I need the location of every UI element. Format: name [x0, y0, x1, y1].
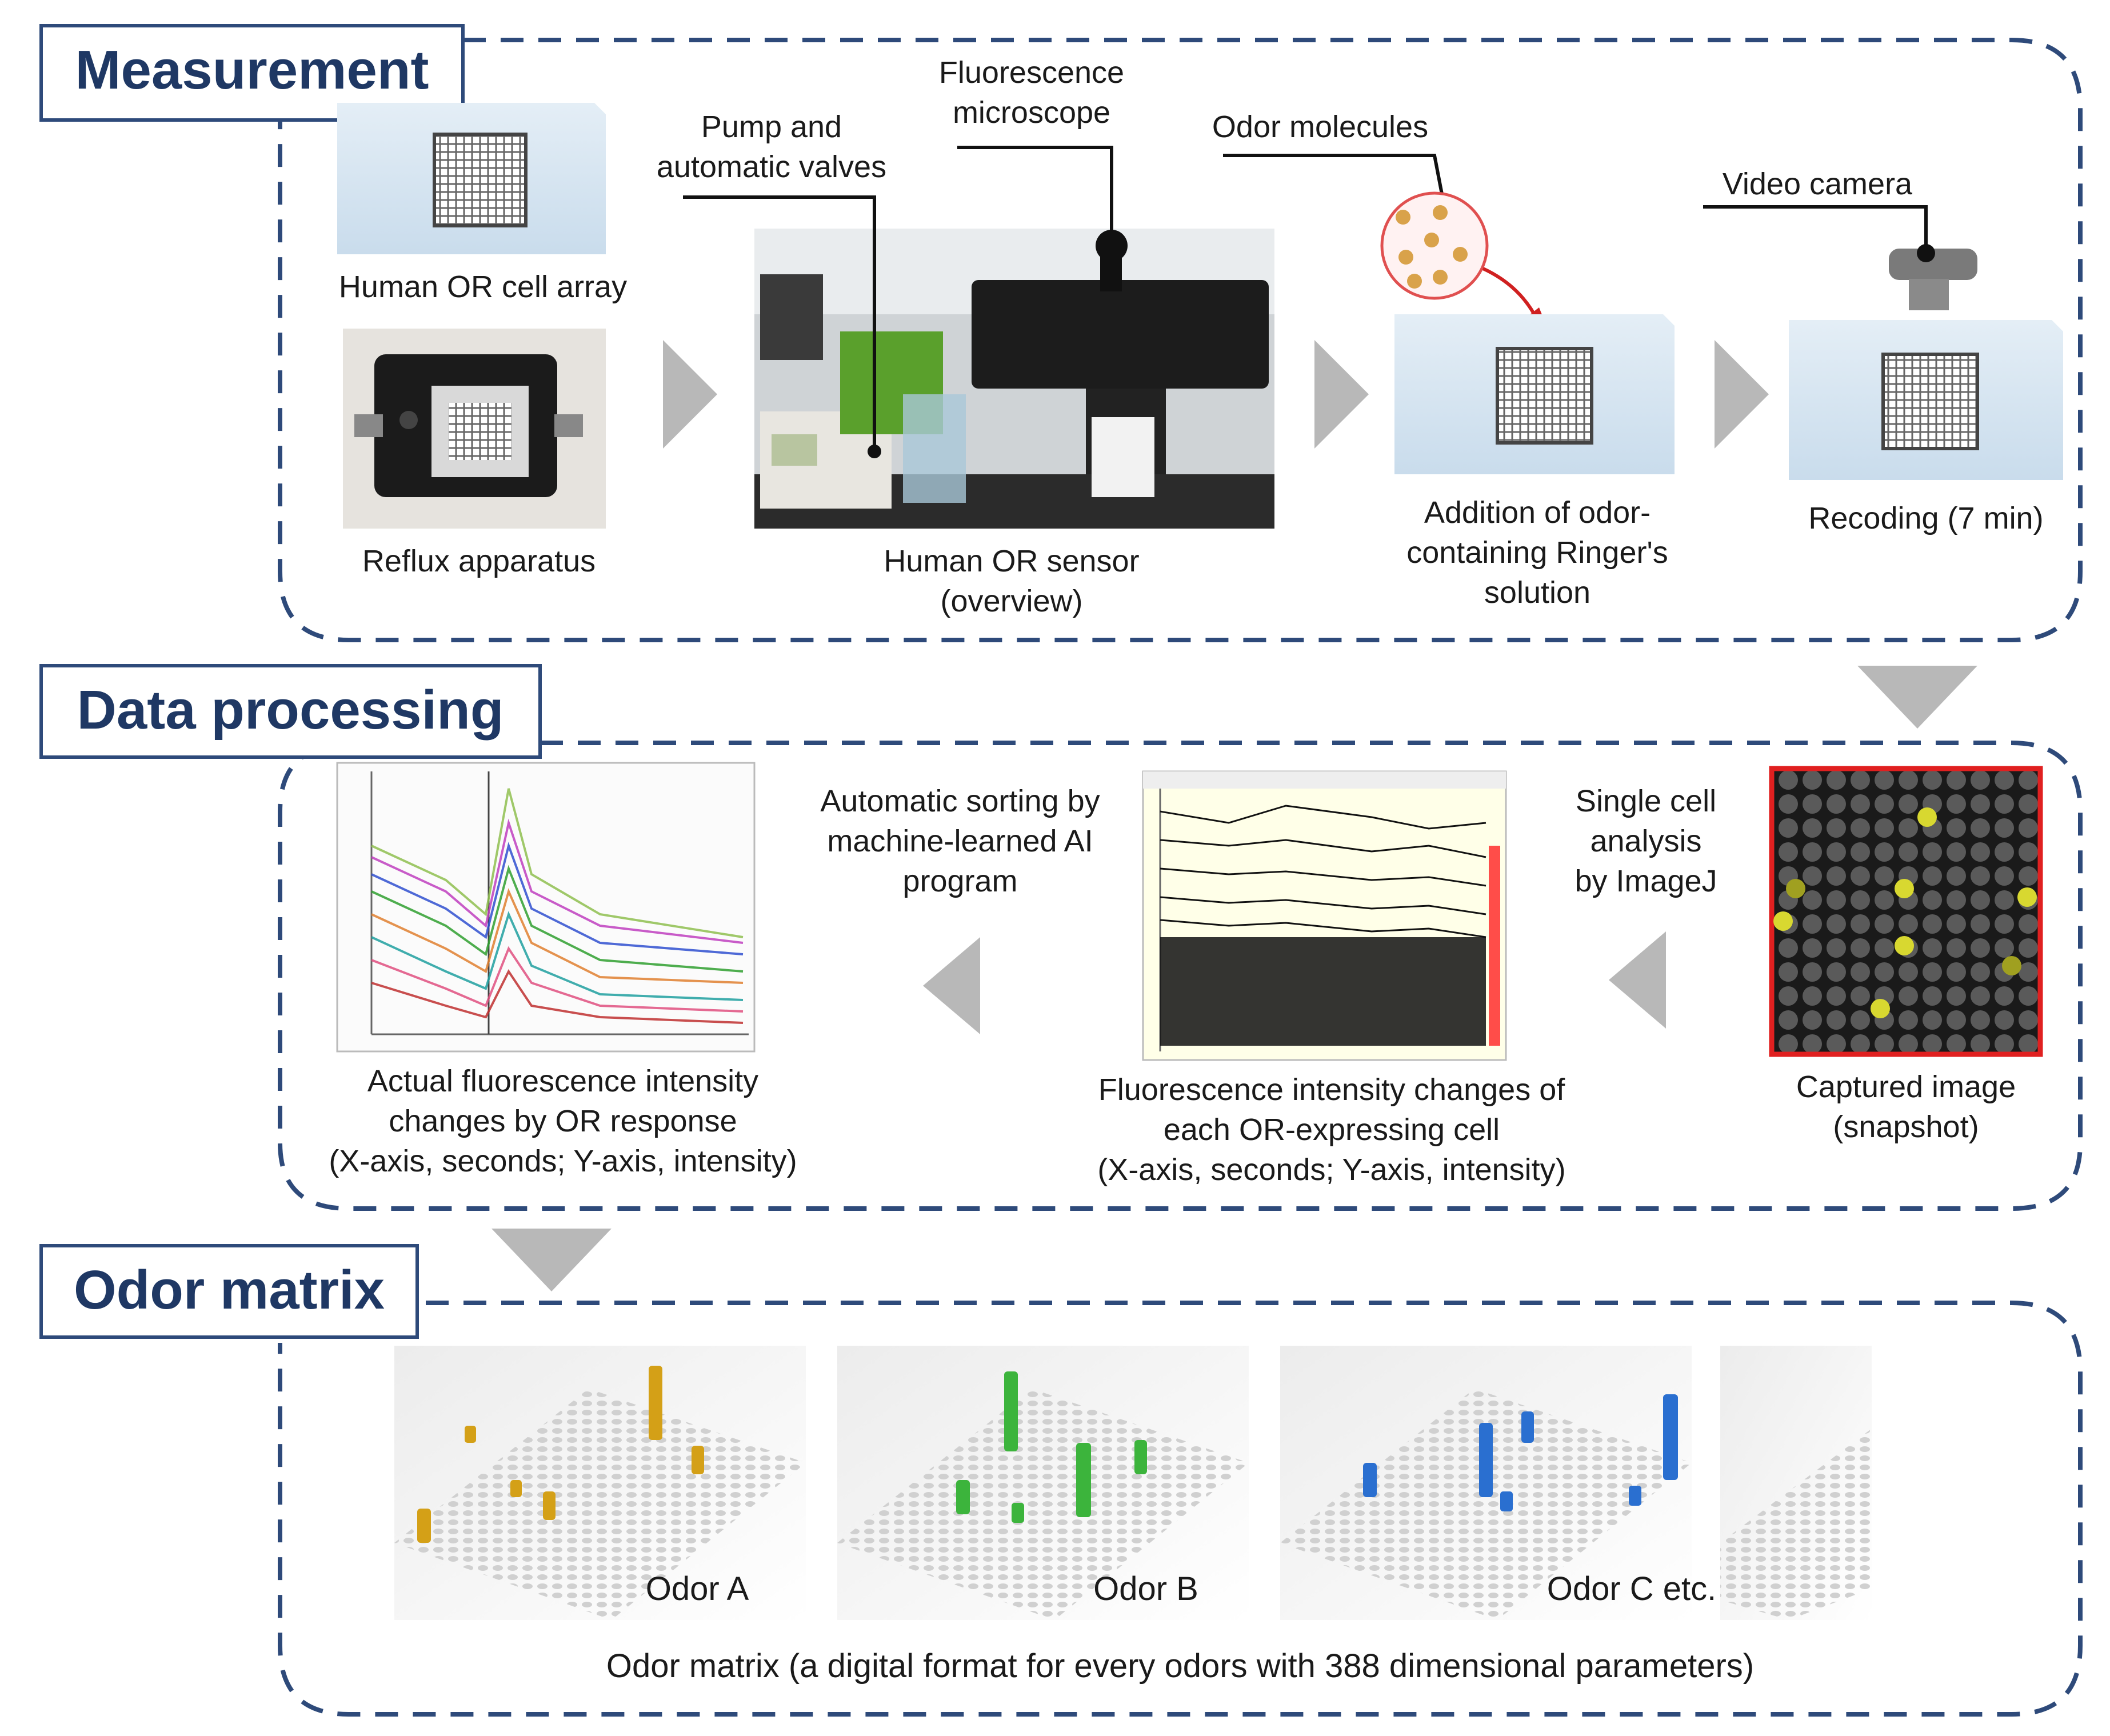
measurement-title-box: Measurement — [39, 24, 465, 122]
arrow-left-2 — [1609, 931, 1666, 1029]
cell-array-plate — [337, 103, 606, 254]
addition-label-line3: solution — [1484, 575, 1591, 610]
arrow-right-3 — [1715, 340, 1769, 449]
odor-molecules-icon — [1380, 191, 1489, 300]
odor-a-panel — [394, 1346, 806, 1620]
reflux-apparatus-photo — [343, 329, 606, 529]
odor-matrix-section-border — [278, 1301, 2083, 1717]
odor-matrix-caption: Odor matrix (a digital format for every … — [606, 1647, 1754, 1685]
odor-molecules-label: Odor molecules — [1212, 110, 1428, 144]
odor-c-panel — [1280, 1346, 1692, 1620]
microscope-label-line2: microscope — [953, 95, 1110, 130]
odor-b-label: Odor B — [1093, 1570, 1198, 1607]
each-cell-label-line2: each OR-expressing cell — [1164, 1113, 1500, 1147]
arrow-down-2 — [491, 1229, 612, 1291]
each-cell-label-line3: (X-axis, seconds; Y-axis, intensity) — [1097, 1153, 1565, 1187]
video-camera-leader-line — [1703, 205, 1928, 251]
cell-array-label: Human OR cell array — [339, 270, 627, 304]
measurement-section-border — [278, 38, 2083, 642]
reflux-label: Reflux apparatus — [362, 544, 596, 578]
sorting-label-line2: machine-learned AI — [827, 824, 1093, 858]
actual-fluorescence-plot — [336, 762, 756, 1053]
arrow-down-1 — [1857, 666, 1977, 729]
addition-label-line2: containing Ringer's — [1406, 535, 1668, 570]
microscope-leader-line — [957, 146, 1113, 234]
addition-plate — [1394, 314, 1675, 474]
odor-d-partial-panel — [1720, 1346, 1872, 1620]
sensor-label-line1: Human OR sensor — [884, 544, 1139, 578]
odor-c-label: Odor C etc. — [1547, 1570, 1717, 1607]
actual-label-line3: (X-axis, seconds; Y-axis, intensity) — [329, 1144, 797, 1178]
pump-label-line2: automatic valves — [657, 150, 886, 184]
actual-label-line2: changes by OR response — [389, 1104, 737, 1138]
or-sensor-photo — [754, 229, 1274, 529]
video-camera-label: Video camera — [1723, 167, 1913, 201]
sensor-label-line2: (overview) — [940, 584, 1082, 618]
odor-matrix-title: Odor matrix — [74, 1259, 385, 1321]
data-processing-title-box: Data processing — [39, 664, 542, 759]
arrow-left-1 — [923, 937, 980, 1034]
arrow-right-2 — [1314, 340, 1369, 449]
odor-molecules-leader-line — [1223, 154, 1445, 201]
measurement-title: Measurement — [75, 39, 429, 101]
odor-matrix-title-box: Odor matrix — [39, 1244, 419, 1339]
each-cell-traces-plot — [1142, 770, 1507, 1061]
odor-b-panel — [837, 1346, 1249, 1620]
captured-snapshot — [1769, 766, 2043, 1057]
sorting-label-line3: program — [902, 864, 1017, 898]
odor-a-label: Odor A — [646, 1570, 749, 1607]
each-cell-label-line1: Fluorescence intensity changes of — [1098, 1073, 1565, 1107]
odor-drop-arrow — [1482, 267, 1539, 321]
actual-label-line1: Actual fluorescence intensity — [367, 1064, 758, 1098]
recording-plate — [1789, 320, 2063, 480]
addition-label-line1: Addition of odor- — [1424, 495, 1651, 530]
microscope-label-line1: Fluorescence — [939, 55, 1124, 90]
pump-label-line1: Pump and — [701, 110, 842, 144]
single-cell-label-line1: Single cell — [1576, 784, 1716, 818]
pump-leader-line — [683, 195, 876, 451]
captured-label-line1: Captured image — [1796, 1070, 2016, 1104]
recording-label: Recoding (7 min) — [1808, 501, 2043, 535]
single-cell-label-line3: by ImageJ — [1574, 864, 1717, 898]
data-processing-title: Data processing — [77, 679, 504, 741]
video-camera-icon — [1889, 244, 1977, 310]
captured-label-line2: (snapshot) — [1833, 1110, 1979, 1144]
single-cell-label-line2: analysis — [1590, 824, 1701, 858]
arrow-right-1 — [663, 340, 717, 449]
sorting-label-line1: Automatic sorting by — [820, 784, 1100, 818]
